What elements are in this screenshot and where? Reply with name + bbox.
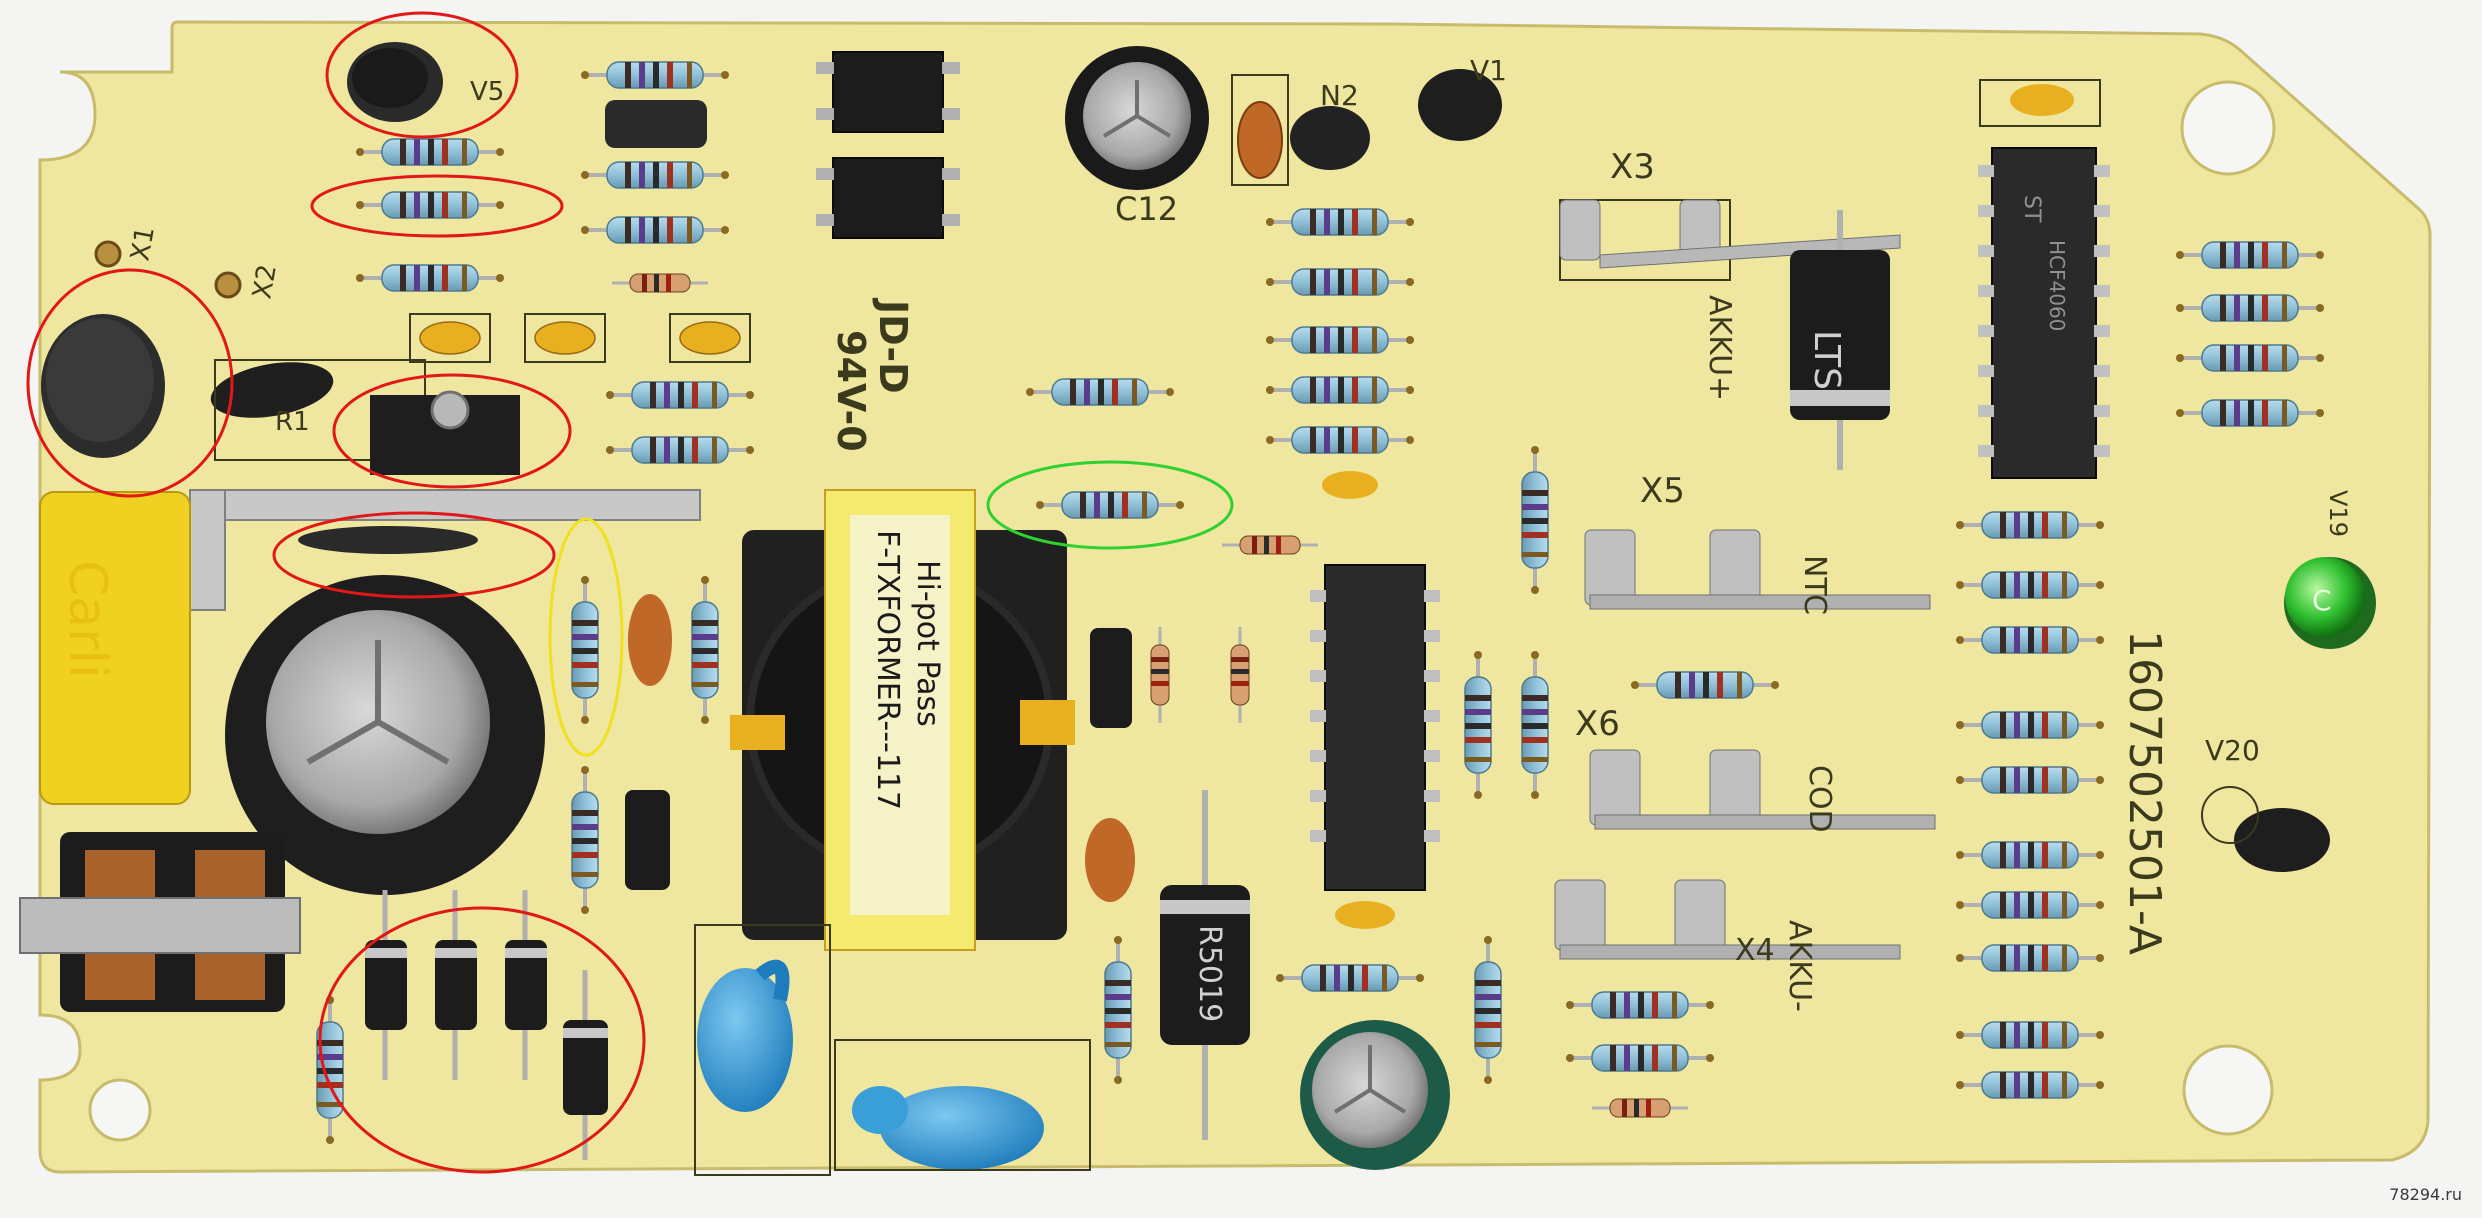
ntc-thermistor bbox=[41, 314, 165, 458]
label-n2: N2 bbox=[1320, 79, 1359, 112]
annotation-red-circle bbox=[325, 11, 519, 139]
label-v1: V1 bbox=[1470, 54, 1507, 87]
rectifier-diode bbox=[505, 890, 547, 1080]
label-x6: X6 bbox=[1575, 704, 1620, 744]
ic-hcf4060: ST HCF4060 bbox=[1978, 147, 2110, 479]
annotation-red-circle bbox=[272, 511, 556, 599]
capacitor-c12: C12 bbox=[1065, 46, 1209, 228]
label-rating: 94V-0 bbox=[829, 330, 873, 452]
label-x2: X2 bbox=[247, 262, 283, 301]
ic-part: HCF4060 bbox=[2045, 240, 2069, 331]
label-cod: COD bbox=[1802, 765, 1837, 833]
transistor-n2: N2 bbox=[1290, 79, 1370, 170]
inductor-choke bbox=[19, 832, 301, 1012]
diode-lts: LTS bbox=[1790, 210, 1890, 470]
annotation-red-circle bbox=[310, 174, 564, 238]
blue-capacitor bbox=[852, 1086, 1044, 1170]
capacitor-x2: Carli bbox=[39, 491, 191, 805]
transistor-v1: V1 bbox=[1418, 54, 1507, 141]
capacitor-bottom bbox=[1300, 1020, 1450, 1170]
heatsink-bracket bbox=[189, 489, 701, 521]
label-x1: X1 bbox=[125, 224, 161, 263]
watermark: 78294.ru bbox=[2389, 1185, 2462, 1204]
label-v5: V5 bbox=[470, 77, 504, 107]
label-x4: X4 bbox=[1735, 933, 1775, 968]
optocoupler bbox=[816, 51, 960, 133]
transformer-label-1: F-TXFORMER---117 bbox=[870, 530, 905, 810]
rectifier-diode bbox=[365, 890, 407, 1080]
optocoupler bbox=[816, 157, 960, 239]
label-ntc: NTC bbox=[1797, 555, 1832, 615]
blue-capacitor bbox=[697, 959, 793, 1112]
label-x5: X5 bbox=[1640, 471, 1685, 511]
label-v20: V20 bbox=[2205, 734, 2260, 767]
capacitor-main bbox=[225, 526, 545, 895]
led-v19: C V19 bbox=[2284, 490, 2376, 649]
rectifier-diode bbox=[563, 970, 608, 1160]
annotation-green-circle bbox=[986, 460, 1234, 550]
mount-hole bbox=[2180, 80, 2276, 176]
label-r1: R1 bbox=[275, 407, 310, 437]
ic-brand: ST bbox=[2019, 195, 2044, 223]
annotation-red-circle bbox=[26, 268, 234, 498]
mount-hole bbox=[2182, 1044, 2274, 1136]
board-code: 1607502501-A bbox=[2119, 630, 2170, 955]
transistor-v20: V20 bbox=[2201, 734, 2330, 872]
annotation-yellow-circle bbox=[548, 517, 624, 757]
label-diode-r5019: R5019 bbox=[1192, 925, 1227, 1022]
label-ul-mark: JD-D bbox=[871, 297, 915, 394]
rectifier-diode bbox=[435, 890, 477, 1080]
label-akku-plus: AKKU+ bbox=[1702, 295, 1737, 401]
label-akku-minus: AKKU- bbox=[1782, 920, 1817, 1012]
label-diode-lts: LTS bbox=[1806, 330, 1847, 390]
annotation-red-circle bbox=[332, 373, 572, 489]
cap-brand: Carli bbox=[57, 560, 117, 678]
annotation-red-circle bbox=[318, 906, 646, 1174]
label-c12: C12 bbox=[1115, 190, 1178, 228]
led-mark: C bbox=[2312, 584, 2332, 617]
transformer-label-2: Hi-pot Pass bbox=[910, 560, 945, 727]
mount-hole bbox=[88, 1078, 152, 1142]
transformer: F-TXFORMER---117 Hi-pot Pass bbox=[730, 489, 1075, 951]
label-x3: X3 bbox=[1610, 147, 1655, 187]
transistor-v5: V5 bbox=[347, 42, 504, 122]
diode-r5019: R5019 bbox=[1160, 790, 1250, 1140]
ic-middle bbox=[1310, 564, 1440, 891]
label-v19: V19 bbox=[2324, 490, 2352, 537]
